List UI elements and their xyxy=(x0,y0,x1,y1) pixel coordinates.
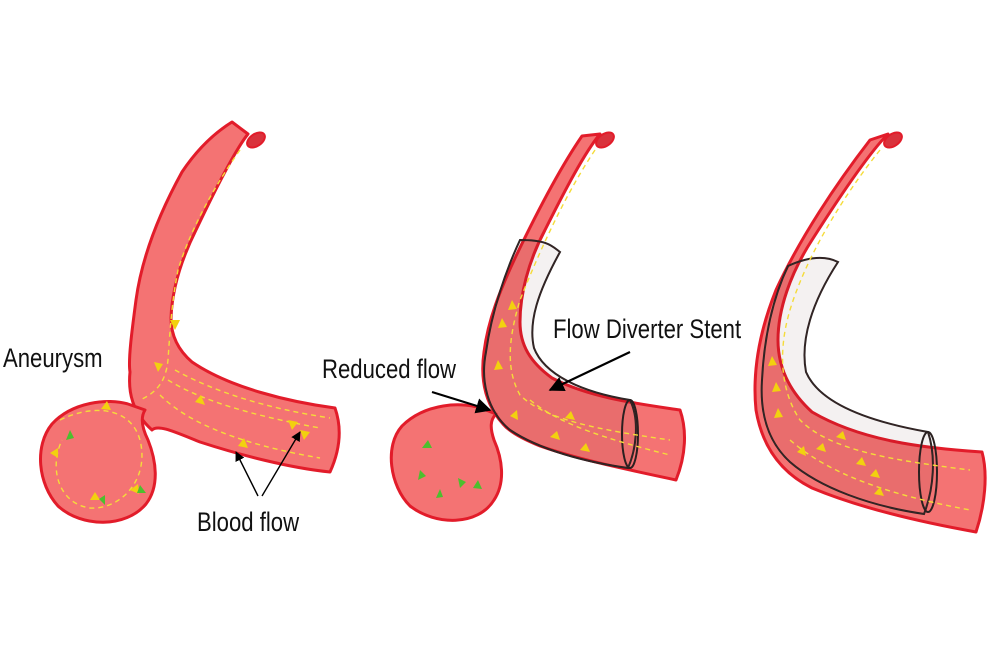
aneurysm-sac-2 xyxy=(389,403,504,522)
vessel-opening-2 xyxy=(595,131,615,149)
blood-flow-streamlines-3 xyxy=(781,149,971,511)
panel-healed-vessel xyxy=(753,131,987,534)
parent-artery-1 xyxy=(127,120,341,474)
parent-artery-3 xyxy=(753,132,987,534)
vessel-opening-1 xyxy=(246,131,266,149)
label-flow-diverter-stent: Flow Diverter Stent xyxy=(553,315,741,345)
green-flow-arrows-2 xyxy=(418,440,482,498)
annotation-pointers-2 xyxy=(431,351,631,414)
yellow-flow-arrows-1 xyxy=(50,320,310,500)
aneurysm-sac-1 xyxy=(39,400,157,524)
blood-flow-streamlines-1 xyxy=(55,149,331,509)
blood-flow-streamlines-2 xyxy=(509,149,671,456)
vessel-opening-3 xyxy=(883,131,903,149)
blood-flow-pointers xyxy=(235,431,301,497)
flow-diverter-stent-3 xyxy=(760,256,938,516)
flow-diverter-stent-2 xyxy=(483,238,639,470)
green-flow-arrows-1 xyxy=(66,430,146,505)
label-aneurysm: Aneurysm xyxy=(3,344,103,374)
label-reduced-flow: Reduced flow xyxy=(322,355,456,385)
panel-stent-deployed: Reduced flow Flow Diverter Stent xyxy=(322,131,741,522)
panel-untreated-aneurysm: Aneurysm Blood flow xyxy=(3,120,341,538)
yellow-flow-arrows-3 xyxy=(768,356,884,496)
label-blood-flow: Blood flow xyxy=(197,508,299,538)
yellow-flow-arrows-2 xyxy=(494,300,590,452)
